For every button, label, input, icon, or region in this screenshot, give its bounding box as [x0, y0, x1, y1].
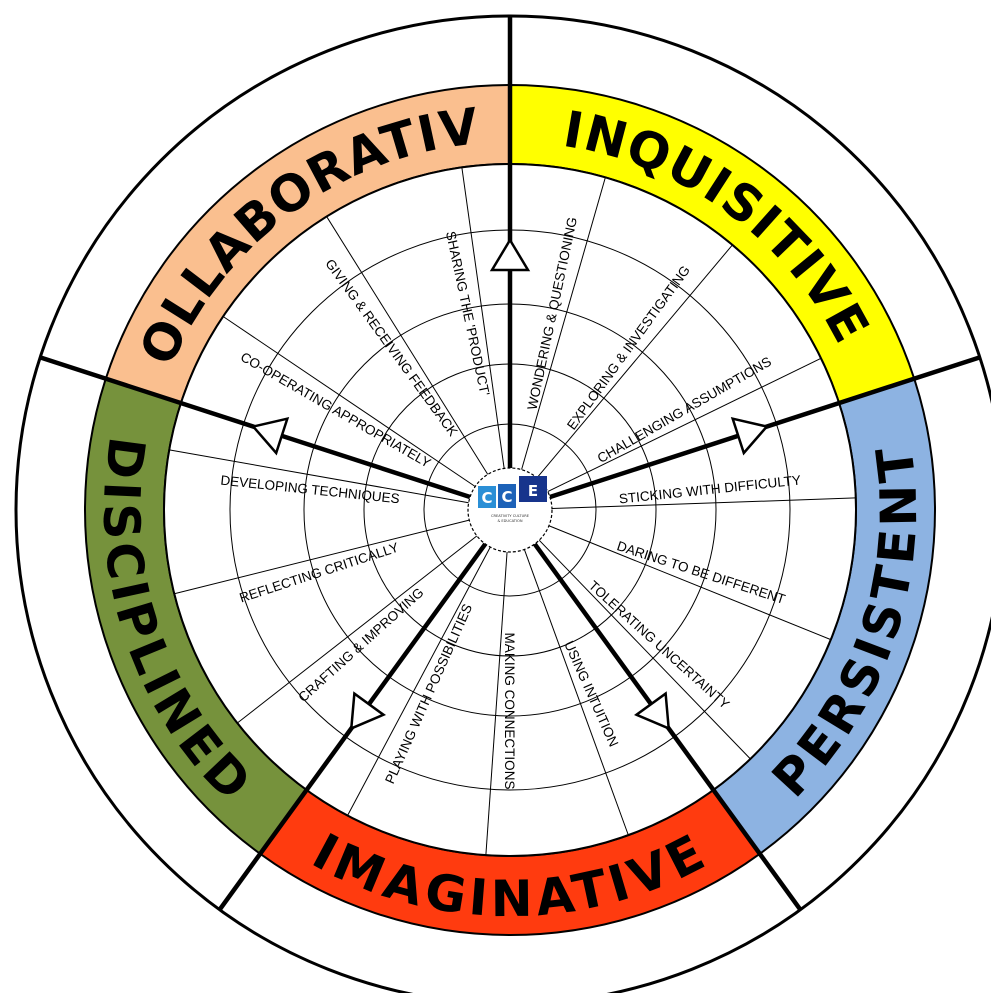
logo-square-1 — [478, 486, 496, 508]
arrow-head-icon — [730, 417, 770, 456]
sector-line — [461, 167, 505, 469]
sector-line — [521, 177, 606, 470]
sector-line — [326, 216, 489, 475]
sector-line — [169, 449, 469, 504]
habit-label-imaginative-2: MAKING CONNECTIONS — [502, 633, 517, 790]
arrow-head-icon — [633, 691, 671, 731]
arrow-head-icon — [489, 237, 531, 272]
sector-line — [222, 316, 476, 487]
sector-line — [485, 551, 508, 856]
arrow-head-icon — [250, 417, 290, 456]
logo-square-3 — [519, 476, 547, 502]
sector-line — [551, 497, 856, 510]
sector-line — [523, 549, 629, 836]
sector-line — [538, 539, 751, 760]
logo-square-2 — [498, 484, 516, 508]
sector-line — [536, 244, 733, 479]
logo-letter-e: E — [528, 482, 538, 500]
logo-subtitle-line2: & EDUCATION — [497, 519, 522, 523]
logo-letter-c1: C — [481, 489, 492, 507]
sector-line — [174, 519, 470, 595]
arrow-head-icon — [349, 691, 387, 731]
sector-line — [237, 535, 478, 724]
dimension-dividers — [39, 16, 981, 911]
logo-letter-c2: C — [501, 488, 512, 506]
sector-line — [547, 357, 822, 493]
logo-subtitle-line1: CREATIVITY CULTURE — [491, 514, 530, 518]
sector-line — [548, 525, 831, 641]
sector-line — [347, 546, 491, 816]
cce-logo: C C E CREATIVITY CULTURE & EDUCATION — [467, 467, 553, 553]
